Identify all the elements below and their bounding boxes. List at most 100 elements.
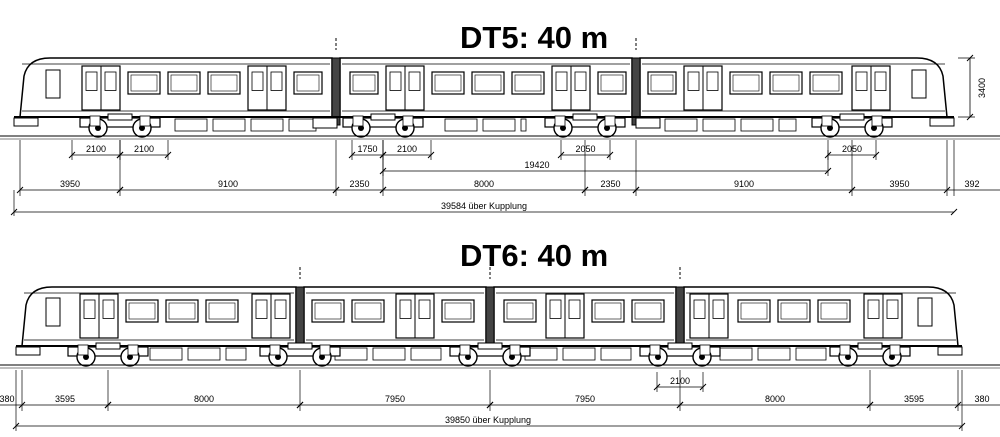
window — [729, 71, 763, 95]
window — [471, 71, 505, 95]
window — [431, 71, 465, 95]
wheel-hub — [95, 125, 101, 131]
axlebox — [139, 115, 151, 127]
window-pane — [444, 302, 472, 320]
underfloor-box — [702, 118, 736, 132]
window — [809, 71, 843, 95]
window-pane — [740, 302, 768, 320]
axlebox — [649, 344, 661, 356]
dim-tick — [10, 208, 18, 216]
window-pane — [780, 302, 808, 320]
window-pane — [128, 302, 156, 320]
car-outline — [493, 286, 677, 347]
bogie-bolster — [572, 113, 598, 121]
dim-label-total: 39584 über Kupplung — [441, 201, 527, 211]
axlebox — [352, 115, 364, 127]
wheel-hub — [127, 354, 133, 360]
axlebox — [871, 115, 883, 127]
axlebox — [821, 115, 833, 127]
dim-tick — [699, 383, 707, 391]
car-outline — [303, 286, 487, 347]
window — [125, 299, 159, 323]
dim-tick — [966, 113, 974, 121]
underfloor-box — [719, 347, 753, 361]
dim-tick — [164, 151, 172, 159]
door-window — [867, 299, 880, 319]
door-window — [83, 299, 96, 319]
window-pane — [168, 302, 196, 320]
window-pane — [130, 74, 158, 92]
door-window — [549, 299, 562, 319]
underfloor-box — [372, 347, 406, 361]
window — [441, 299, 475, 323]
underfloor-box — [482, 118, 516, 132]
underfloor-box — [250, 118, 284, 132]
dim-tick — [557, 151, 565, 159]
bogie-bolster — [477, 342, 503, 350]
door-window — [568, 299, 581, 319]
articulation-bellows — [631, 57, 641, 126]
axlebox — [699, 344, 711, 356]
wheel-hub — [275, 354, 281, 360]
window — [351, 299, 385, 323]
articulation-bellows — [331, 57, 341, 126]
underfloor-box — [795, 347, 827, 361]
door-window — [85, 71, 98, 91]
bogie-bolster — [370, 113, 396, 121]
door-window — [389, 71, 402, 91]
wheel-hub — [139, 125, 145, 131]
window-pane — [170, 74, 198, 92]
axlebox — [459, 344, 471, 356]
dim-label-segment: 7950 — [575, 394, 595, 404]
dt6-title: DT6: 40 m — [460, 238, 609, 273]
axlebox — [554, 115, 566, 127]
coupler-end — [929, 117, 955, 127]
window — [769, 71, 803, 95]
dim-label-segment: 8000 — [765, 394, 785, 404]
dim-label-segment: 7950 — [385, 394, 405, 404]
bogie — [449, 342, 531, 367]
window — [631, 299, 665, 323]
dim-label-segment: 3595 — [904, 394, 924, 404]
window-pane — [594, 302, 622, 320]
coupler-end — [937, 346, 963, 356]
dim-tick — [606, 151, 614, 159]
window-pane — [352, 74, 376, 92]
car-outline — [21, 286, 297, 347]
underfloor-box — [778, 118, 797, 132]
window — [207, 71, 241, 95]
door-window — [102, 299, 115, 319]
window — [293, 71, 323, 95]
dim-label-segment: 3950 — [889, 179, 909, 189]
dim-tick — [950, 208, 958, 216]
window — [349, 71, 379, 95]
door-window — [706, 71, 719, 91]
door-window — [270, 71, 283, 91]
door-window — [574, 71, 587, 91]
window — [591, 299, 625, 323]
window-pane — [600, 74, 624, 92]
dt6-car-2 — [303, 286, 487, 347]
wheel-hub — [827, 125, 833, 131]
axlebox — [889, 344, 901, 356]
car-outline — [19, 57, 333, 118]
bogie — [67, 342, 149, 367]
dim-tick — [848, 186, 856, 194]
axlebox — [127, 344, 139, 356]
wheel-hub — [465, 354, 471, 360]
door-window — [886, 299, 899, 319]
underfloor-box — [520, 118, 527, 132]
dim-label-wheelbase: 2100 — [397, 144, 417, 154]
underfloor-box — [664, 118, 698, 132]
window — [165, 299, 199, 323]
window-pane — [354, 302, 382, 320]
door-window — [255, 299, 268, 319]
underfloor-box — [225, 347, 247, 361]
door-window — [712, 299, 725, 319]
dim-label-end-right: 380 — [974, 394, 989, 404]
bogie — [829, 342, 911, 367]
door-window — [399, 299, 412, 319]
door-window — [418, 299, 431, 319]
